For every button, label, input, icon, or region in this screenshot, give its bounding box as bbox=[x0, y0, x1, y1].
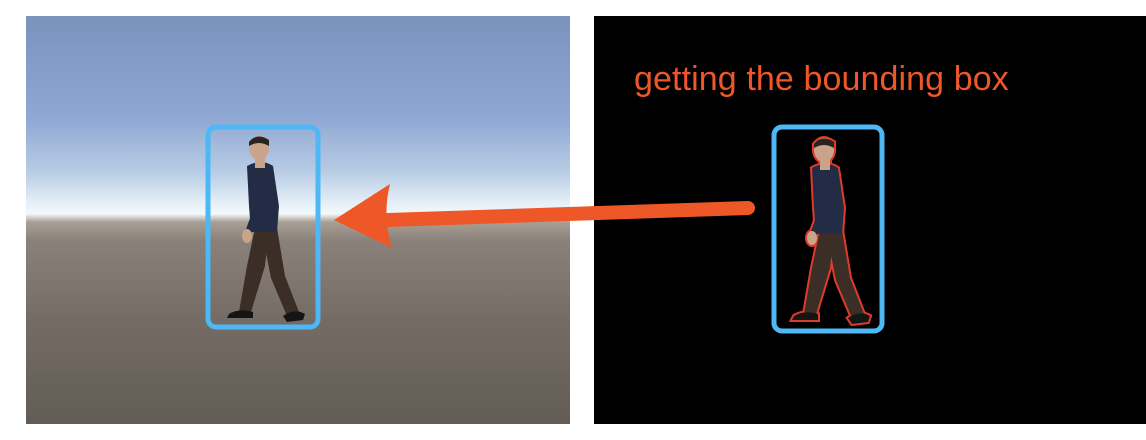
segmentation-panel: getting the bounding box bbox=[594, 16, 1146, 424]
bounding-box bbox=[205, 124, 321, 330]
scene-render-figure bbox=[205, 124, 321, 330]
segmentation-figure bbox=[771, 124, 885, 334]
caption-text: getting the bounding box bbox=[634, 60, 1009, 98]
scene-render-panel bbox=[26, 16, 570, 424]
bounding-box bbox=[771, 124, 885, 334]
segmented-person bbox=[790, 136, 872, 326]
walking-person bbox=[227, 136, 305, 322]
